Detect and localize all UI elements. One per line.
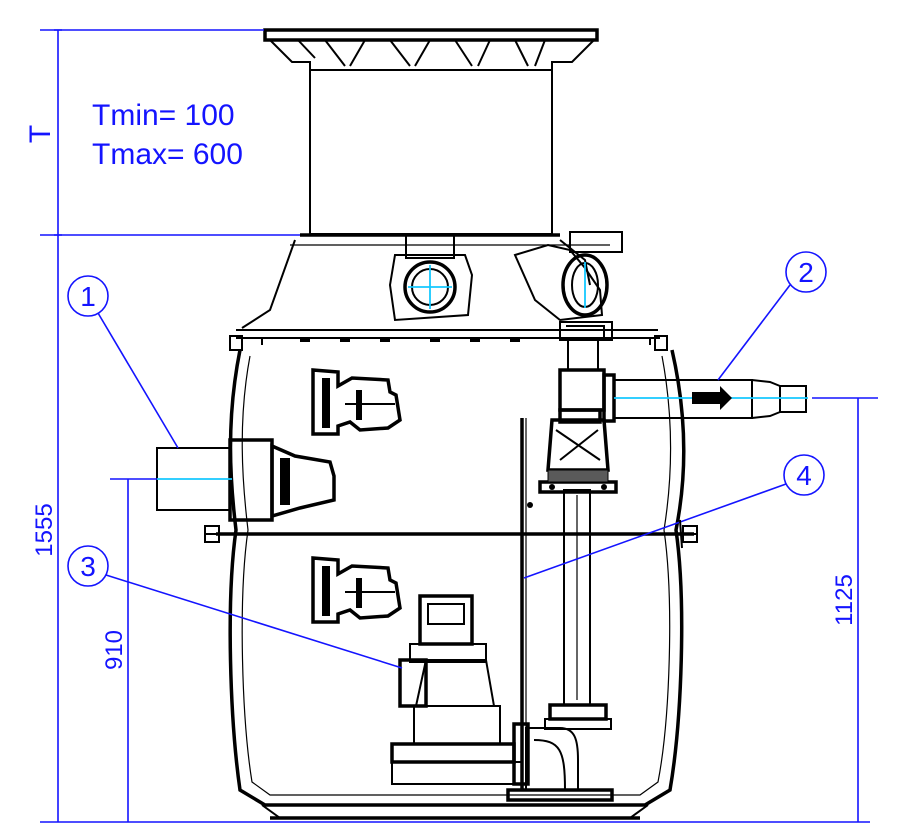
callout-4: 4 (523, 454, 825, 579)
depth-symbol: T (24, 125, 57, 143)
submersible-pump (390, 594, 579, 791)
tank-lug-right (679, 519, 683, 549)
total-height-value: 1555 (31, 503, 58, 556)
callout-1: 1 (67, 275, 179, 449)
cover-frame (263, 28, 599, 235)
outlet-pipe[interactable] (602, 373, 808, 423)
svg-text:3: 3 (80, 551, 96, 582)
dimension-inlet: 910 (101, 478, 157, 822)
dimension-outlet: 1125 (812, 397, 878, 822)
outlet-height-value: 1125 (831, 574, 858, 626)
cone-connection (388, 233, 474, 322)
tank-cone (229, 231, 668, 351)
tmin-label: Tmin= 100 (92, 99, 235, 132)
inlet-pipe[interactable] (156, 438, 336, 522)
svg-text:1: 1 (80, 281, 96, 312)
svg-text:2: 2 (798, 257, 814, 288)
dimension-T: T (24, 29, 300, 236)
svg-text:4: 4 (796, 460, 812, 491)
flow-arrow-icon (692, 386, 732, 410)
inlet-height-value: 910 (101, 630, 128, 670)
callout-3: 3 (67, 545, 403, 669)
inlet-socket-lower (311, 556, 402, 624)
tmax-label: Tmax= 600 (92, 138, 243, 171)
guide-rail (520, 418, 533, 790)
callout-2: 2 (717, 251, 827, 381)
tank-body (204, 349, 698, 820)
dimension-total: 1555 (31, 235, 870, 823)
inlet-socket-upper (311, 368, 402, 436)
cone-outlet-elbow (513, 243, 613, 341)
